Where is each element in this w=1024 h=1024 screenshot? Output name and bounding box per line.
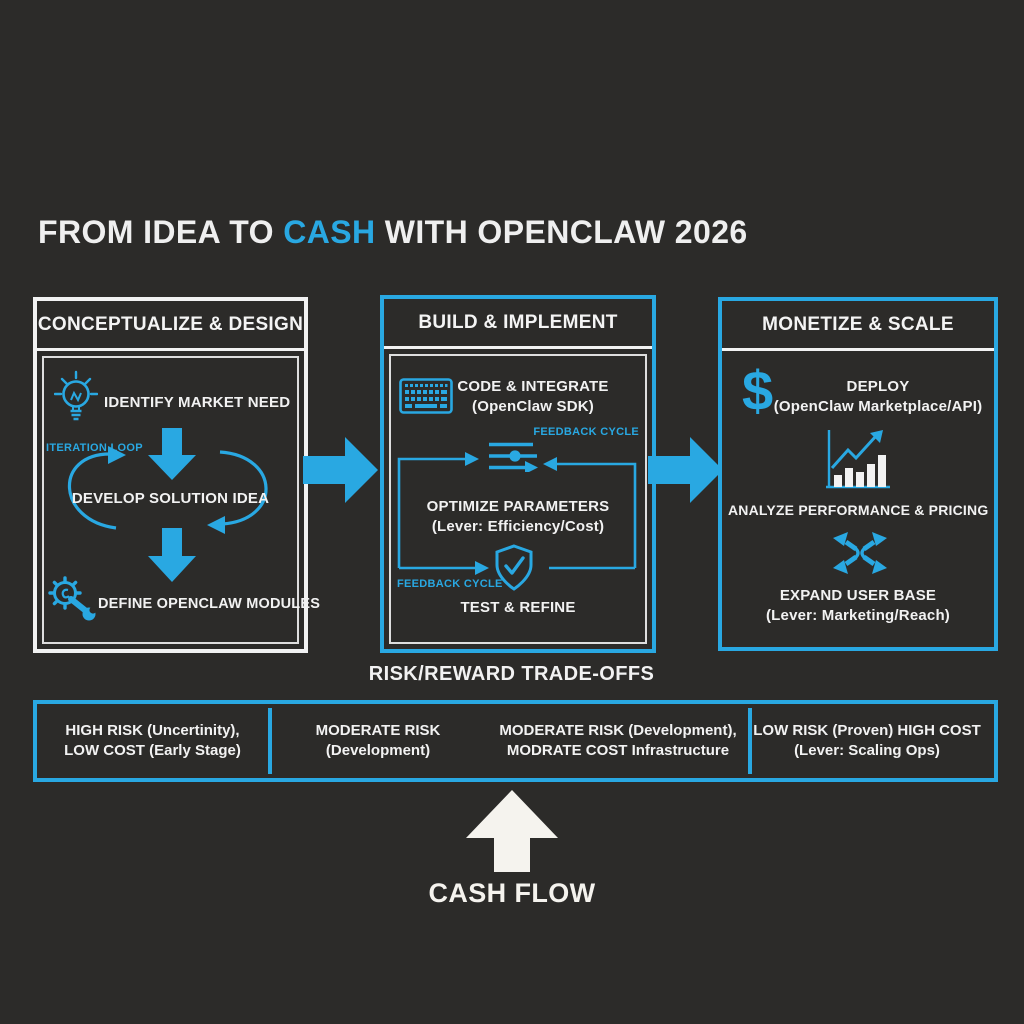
box-conceptualize-design: CONCEPTUALIZE & DESIGN IDENTIFY MARKET N… (33, 297, 320, 653)
box-conceptualize-header: CONCEPTUALIZE & DESIGN (37, 301, 304, 351)
growth-chart-icon (826, 430, 890, 489)
keyboard-icon (399, 378, 453, 414)
cash-flow-label: CASH FLOW (428, 878, 596, 908)
lightbulb-icon (54, 370, 98, 421)
step-expand-user-base: EXPAND USER BASE (779, 587, 937, 604)
step-code-integrate-sub: (OpenClaw SDK) (472, 398, 594, 415)
risk-segment-3: MODERATE RISK (Development), MODRATE COS… (488, 704, 748, 778)
risk-segment-1-line2: LOW COST (Early Stage) (64, 742, 241, 759)
page-title: FROM IDEA TO CASH WITH OPENCLAW 2026 (38, 214, 748, 251)
title-highlight: CASH (283, 214, 376, 250)
risk-divider-2 (748, 708, 752, 774)
box-conceptualize-content: IDENTIFY MARKET NEED ITERATION LOOP DEVE… (42, 356, 320, 644)
feedback-cycle-top-label: FEEDBACK CYCLE (533, 426, 639, 438)
step-code-integrate: CODE & INTEGRATE (457, 378, 609, 395)
feedback-cycle-bottom-label: FEEDBACK CYCLE (397, 578, 503, 590)
title-pre: FROM IDEA TO (38, 214, 284, 250)
box-build-header: BUILD & IMPLEMENT (384, 299, 652, 349)
iteration-loop-label: ITERATION LOOP (46, 442, 143, 454)
risk-segment-4-line2: (Lever: Scaling Ops) (794, 742, 940, 759)
step-expand-user-base-sub: (Lever: Marketing/Reach) (765, 607, 951, 624)
box-monetize-content: $ DEPLOY (OpenClaw Marketplace/API) ANAL… (728, 356, 988, 641)
box-monetize-scale: MONETIZE & SCALE $ DEPLOY (OpenClaw Mark… (718, 297, 998, 651)
risk-segment-1: HIGH RISK (Uncertinity), LOW COST (Early… (37, 704, 268, 778)
sliders-icon (489, 442, 538, 472)
cash-flow-up-arrow (466, 790, 558, 872)
flow-arrow-1 (303, 437, 378, 503)
risk-divider-1 (268, 708, 272, 774)
step-optimize-parameters-sub: (Lever: Efficiency/Cost) (431, 518, 605, 535)
risk-segment-2-line1: MODERATE RISK (315, 722, 441, 739)
flow-arrow-2 (648, 437, 723, 503)
step-deploy-sub: (OpenClaw Marketplace/API) (773, 398, 983, 415)
risk-segment-2-line2: (Development) (325, 742, 431, 759)
risk-segment-3-line2: MODRATE COST Infrastructure (506, 742, 730, 759)
feedback-loop-arrows (397, 452, 637, 575)
shield-check-icon (495, 544, 533, 591)
risk-reward-bar: HIGH RISK (Uncertinity), LOW COST (Early… (33, 700, 998, 782)
gear-wrench-icon (48, 576, 97, 621)
risk-segment-4: LOW RISK (Proven) HIGH COST (Lever: Scal… (748, 704, 986, 778)
title-post: WITH OPENCLAW 2026 (375, 214, 748, 250)
step-develop-solution-idea: DEVELOP SOLUTION IDEA (71, 490, 270, 507)
box-build-content: CODE & INTEGRATE (OpenClaw SDK) FEEDBACK… (389, 354, 647, 644)
box-build-implement: BUILD & IMPLEMENT CODE & INTEGRATE (Open… (380, 295, 656, 653)
risk-segment-1-line1: HIGH RISK (Uncertinity), (65, 722, 240, 739)
down-arrow-2 (148, 528, 196, 582)
step-define-openclaw-modules: DEFINE OPENCLAW MODULES (98, 596, 321, 612)
box-monetize-header: MONETIZE & SCALE (722, 301, 994, 351)
step-optimize-parameters: OPTIMIZE PARAMETERS (426, 498, 610, 515)
down-arrow-1 (148, 428, 196, 480)
risk-segment-2: MODERATE RISK (Development) (268, 704, 488, 778)
expand-arrows-icon (833, 532, 887, 574)
step-test-refine: TEST & REFINE (460, 599, 576, 616)
risk-segment-3-line1: MODERATE RISK (Development), (499, 722, 737, 739)
risk-segment-4-line1: LOW RISK (Proven) HIGH COST (753, 722, 981, 739)
risk-reward-title: RISK/REWARD TRADE-OFFS (368, 663, 655, 685)
step-analyze-performance: ANALYZE PERFORMANCE & PRICING (728, 502, 989, 518)
dollar-icon: $ (742, 359, 774, 422)
step-identify-market-need: IDENTIFY MARKET NEED (104, 394, 291, 411)
step-deploy: DEPLOY (846, 378, 910, 395)
iteration-loop-arrows (67, 428, 268, 582)
